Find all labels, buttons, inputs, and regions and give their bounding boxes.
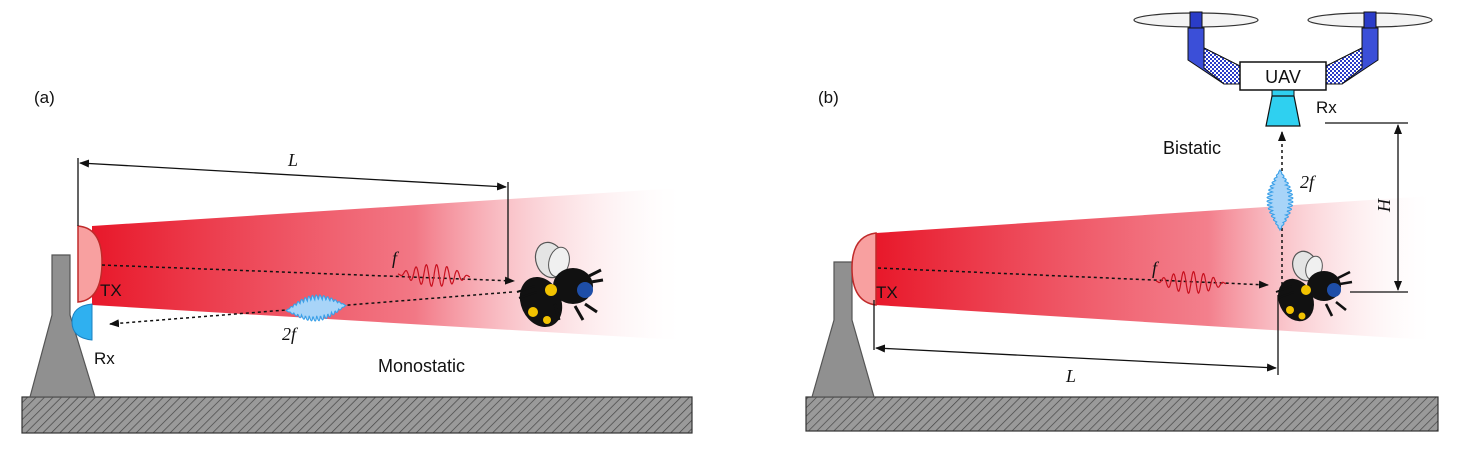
uav-body [1239,61,1327,91]
right-motor-icon [1363,11,1377,29]
distance-arrow-b [875,344,1277,372]
fundamental-wave-packet [397,263,471,287]
uav-rx-antenna [1265,95,1301,127]
antenna-mast [29,254,96,398]
bee-icon [516,241,604,328]
tx-beam [92,188,680,340]
distance-label-b: L [1065,366,1076,386]
rx-antenna [71,303,93,341]
tx-antenna-b [851,232,877,306]
fundamental-freq-label: f [392,248,400,268]
uav-drone: UAV Rx [1133,11,1433,127]
panel-a: (a) TX Rx L f 2f Monostatic [21,88,693,434]
distance-label: L [287,150,298,170]
distance-arrow [79,159,507,191]
panel-b-label: (b) [818,88,839,107]
tx-label: TX [100,281,122,300]
uav-rx-label: Rx [1316,98,1337,117]
ground-platform-b [805,396,1439,432]
left-motor-icon [1189,11,1203,29]
uav-label: UAV [1265,67,1301,87]
harmonic-freq-label-b: 2f [1300,172,1317,192]
return-ray [109,291,513,328]
panel-a-label: (a) [34,88,55,107]
fundamental-freq-label-b: f [1152,258,1160,278]
height-label: H [1374,198,1394,213]
mode-label: Monostatic [378,356,465,376]
ground-platform [21,396,693,434]
transmit-ray-b [877,267,1269,289]
fundamental-wave-packet-b [1155,270,1227,294]
mode-label-b: Bistatic [1163,138,1221,158]
rx-label: Rx [94,349,115,368]
harmonic-wave-packet [285,294,348,322]
harmonic-freq-label: 2f [282,324,299,344]
panel-b: (b) TX L H f 2f Bistatic [805,11,1439,432]
tx-antenna [77,225,103,303]
bee-icon-b [1275,250,1353,322]
transmit-ray [101,264,515,285]
harmonic-wave-packet-b [1266,168,1294,232]
tx-label-b: TX [876,283,898,302]
